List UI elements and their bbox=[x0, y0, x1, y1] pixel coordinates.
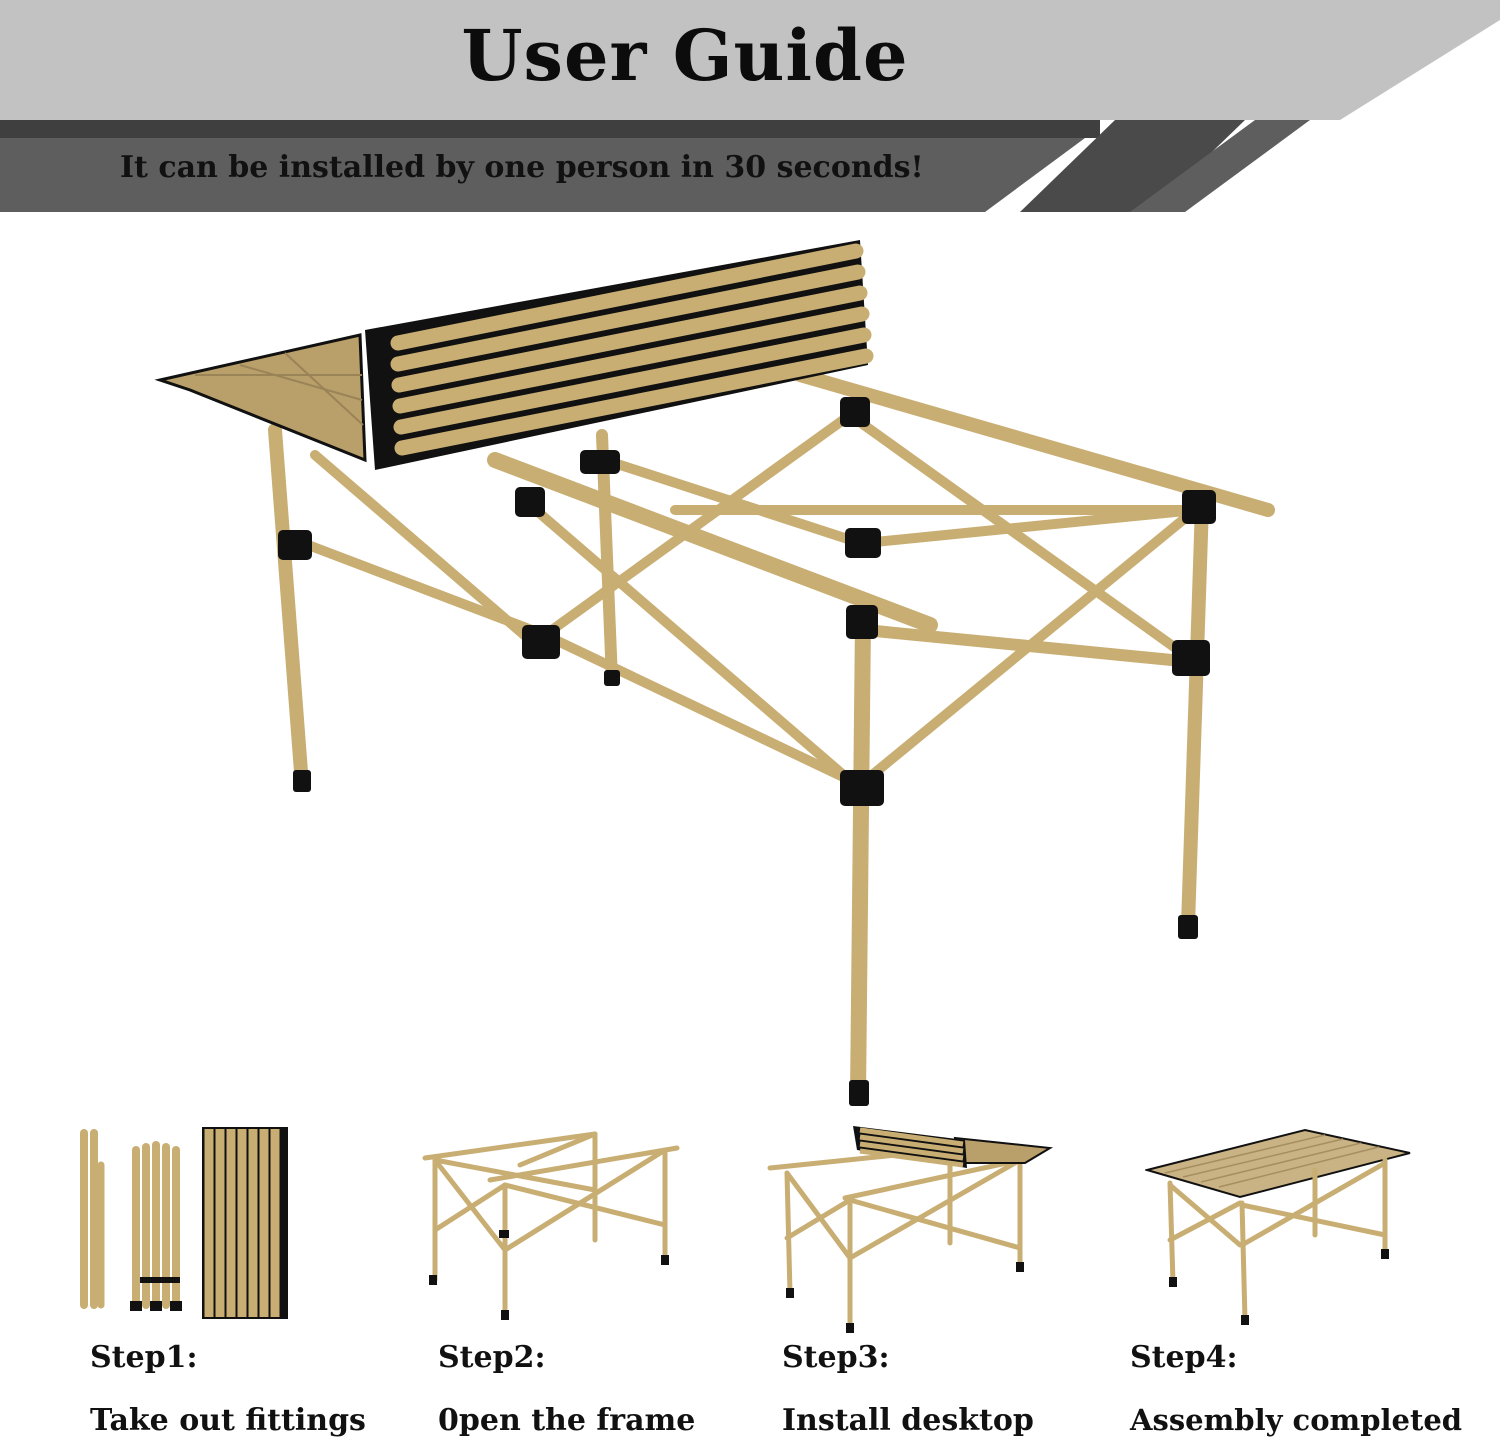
brace-9 bbox=[860, 505, 1200, 548]
brace-5 bbox=[540, 410, 855, 640]
step4-label: Step4: bbox=[1130, 1340, 1238, 1375]
brace-8 bbox=[600, 455, 865, 548]
step1-label: Step1: bbox=[90, 1340, 198, 1375]
step2-label: Step2: bbox=[438, 1340, 546, 1375]
leg-back-mid bbox=[596, 429, 618, 686]
brace-3 bbox=[540, 630, 865, 790]
joint bbox=[840, 770, 884, 806]
step1-image bbox=[80, 1127, 288, 1319]
rail-right bbox=[793, 368, 1275, 517]
joint bbox=[1182, 490, 1216, 524]
brace-2 bbox=[310, 450, 535, 645]
banner-light-band bbox=[0, 0, 1500, 120]
joint bbox=[1172, 640, 1210, 676]
leg-right bbox=[1181, 498, 1209, 932]
foot-back-left bbox=[293, 770, 311, 792]
step2-image bbox=[422, 1131, 680, 1320]
joint bbox=[522, 625, 560, 659]
banner-stripe-2 bbox=[1130, 120, 1310, 212]
leg-front bbox=[850, 612, 871, 1103]
joint bbox=[580, 450, 620, 474]
brace-6 bbox=[855, 505, 1200, 790]
foot-back-mid bbox=[604, 670, 620, 686]
tabletop-flat bbox=[154, 333, 367, 463]
foot-right bbox=[1178, 915, 1198, 939]
leg-back-left bbox=[268, 423, 309, 792]
brace-4 bbox=[525, 500, 860, 790]
banner-dark-band bbox=[0, 138, 1085, 212]
rail-front bbox=[487, 452, 938, 633]
page-title: User Guide bbox=[461, 14, 909, 97]
banner-stripe-1 bbox=[1020, 120, 1245, 212]
joint bbox=[840, 397, 870, 427]
tabletop-roll bbox=[365, 240, 874, 470]
joint bbox=[845, 528, 881, 558]
brace-7 bbox=[845, 410, 1200, 667]
step4-image bbox=[1145, 1128, 1411, 1325]
step2-desc: 0pen the frame bbox=[438, 1403, 696, 1438]
step4-desc: Assembly completed bbox=[1130, 1403, 1463, 1437]
joint bbox=[278, 530, 312, 560]
step3-image bbox=[767, 1126, 1054, 1333]
step3-label: Step3: bbox=[782, 1340, 890, 1375]
joint bbox=[846, 605, 878, 639]
banner-dark-strip bbox=[0, 120, 1100, 138]
foot-front bbox=[849, 1080, 869, 1106]
header-banner bbox=[0, 0, 1500, 212]
step3-desc: Install desktop bbox=[782, 1403, 1034, 1438]
step1-desc: Take out fittings bbox=[90, 1403, 366, 1438]
joint bbox=[515, 487, 545, 517]
page-subtitle: It can be installed by one person in 30 … bbox=[120, 150, 924, 185]
table-illustration bbox=[154, 240, 1275, 1106]
